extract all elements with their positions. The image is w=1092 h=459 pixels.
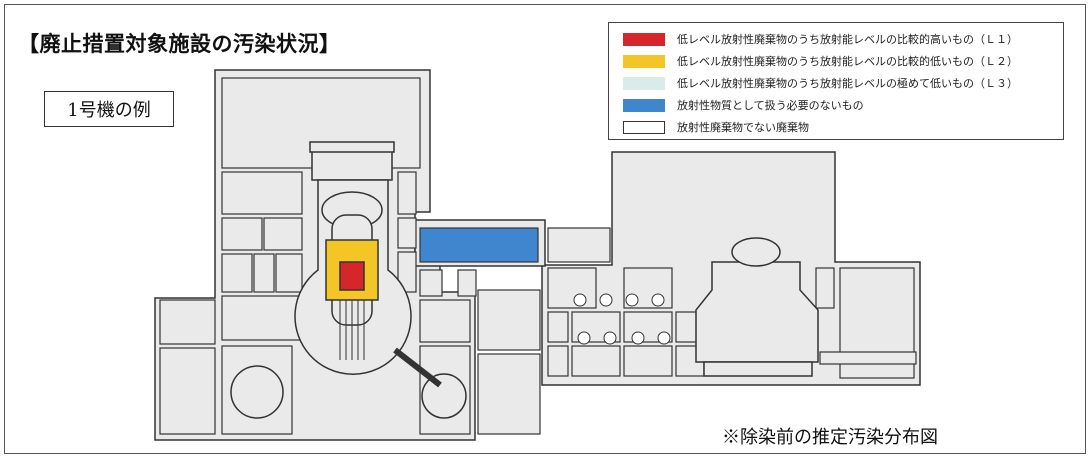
room [263,217,303,251]
turbine-base [703,361,813,377]
tank [577,331,591,345]
figure-note: ※除染前の推定汚染分布図 [722,427,938,448]
room [477,289,541,351]
room [547,345,569,377]
room [221,171,303,215]
room [397,171,417,215]
room [397,217,417,249]
turbine-pedestal [695,261,819,363]
legend-label-l2: 低レベル放射性廃棄物のうち放射能レベルの比較的低いもの（Ｌ２） [677,55,1018,68]
tank [599,293,613,307]
legend-label-l3: 低レベル放射性廃棄物のうち放射能レベルの極めて低いもの（Ｌ３） [677,77,1018,90]
legend-swatch-l3 [623,76,665,90]
containment-upper [311,149,393,181]
tank [573,293,587,307]
containment-cap [309,141,395,153]
suppression-chamber-left [230,365,284,419]
room [419,299,471,343]
room [547,311,569,343]
vent-pipe [393,347,442,388]
tank [625,293,639,307]
room [159,299,216,345]
unit-label-box: 1号機の例 [44,91,174,127]
room [571,345,621,377]
legend-item-l2: 低レベル放射性廃棄物のうち放射能レベルの比較的低いもの（Ｌ２） [623,53,1018,69]
clearance-pool [419,227,539,263]
suppression-chamber-right [421,373,467,419]
legend-swatch-l1 [623,32,665,46]
figure-frame [4,4,1086,454]
legend-swatch-l2 [623,54,665,68]
room [477,353,541,435]
pipe-run [819,351,917,365]
legend: 低レベル放射性廃棄物のうち放射能レベルの比較的高いもの（Ｌ１） 低レベル放射性廃… [608,22,1064,140]
room [221,295,303,341]
tank [657,331,671,345]
tank [631,331,645,345]
legend-label-l1: 低レベル放射性廃棄物のうち放射能レベルの比較的高いもの（Ｌ１） [677,33,1018,46]
room [275,253,303,293]
legend-swatch-nonradioactive [623,120,665,134]
legend-label-nonradioactive: 放射性廃棄物でない廃棄物 [677,121,809,134]
legend-item-l3: 低レベル放射性廃棄物のうち放射能レベルの極めて低いもの（Ｌ３） [623,75,1018,91]
room [815,267,835,309]
room [419,269,443,297]
room [547,267,597,309]
room [623,345,673,377]
room [457,269,477,297]
room [221,253,253,293]
legend-item-clearance: 放射性物質として扱う必要のないもの [623,97,864,113]
tank [603,331,617,345]
unit-label: 1号機の例 [67,100,151,121]
figure-title: 【廃止措置対象施設の汚染状況】 [18,32,341,56]
legend-item-nonradioactive: 放射性廃棄物でない廃棄物 [623,119,809,135]
legend-item-l1: 低レベル放射性廃棄物のうち放射能レベルの比較的高いもの（Ｌ１） [623,31,1018,47]
turbine-dome [731,237,781,267]
room [547,227,611,263]
room [159,347,216,435]
room [253,253,275,293]
legend-swatch-clearance [623,98,665,112]
tank [651,293,665,307]
room [397,251,417,293]
reactor-core-l1 [339,261,365,291]
room [221,217,263,251]
legend-label-clearance: 放射性物質として扱う必要のないもの [677,99,864,112]
